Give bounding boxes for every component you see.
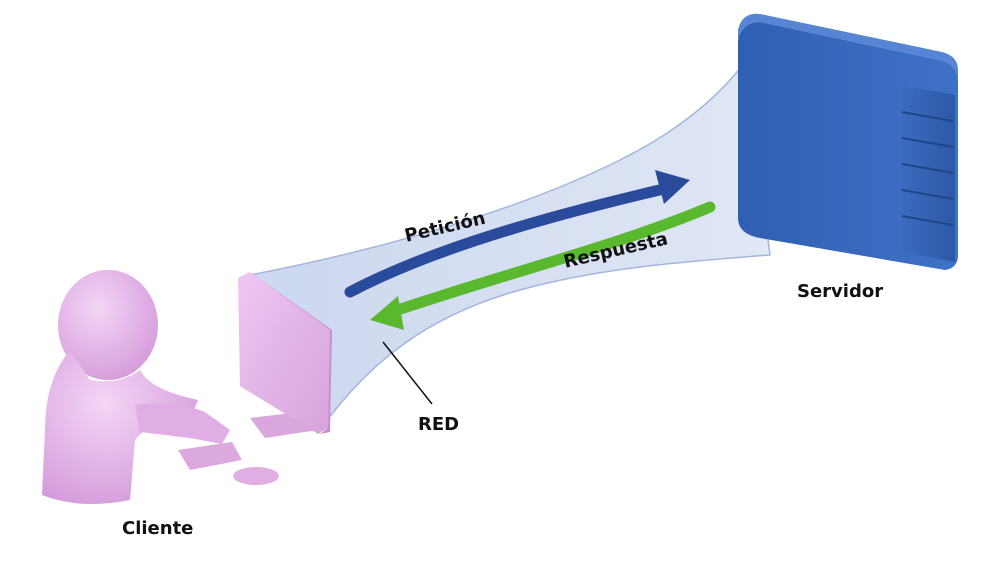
response-arrowhead bbox=[370, 296, 404, 330]
network-label: RED bbox=[418, 414, 460, 435]
response-arrow bbox=[386, 201, 716, 318]
person-icon bbox=[42, 270, 230, 504]
server-icon bbox=[738, 13, 958, 270]
server-label: Servidor bbox=[797, 281, 884, 302]
monitor-icon bbox=[238, 272, 332, 438]
client-label: Cliente bbox=[122, 518, 194, 539]
keyboard-icon bbox=[178, 442, 242, 470]
request-arrowhead bbox=[655, 170, 690, 204]
mouse-icon bbox=[233, 467, 279, 485]
network-pointer-line bbox=[382, 341, 433, 405]
request-arrow bbox=[344, 182, 674, 298]
